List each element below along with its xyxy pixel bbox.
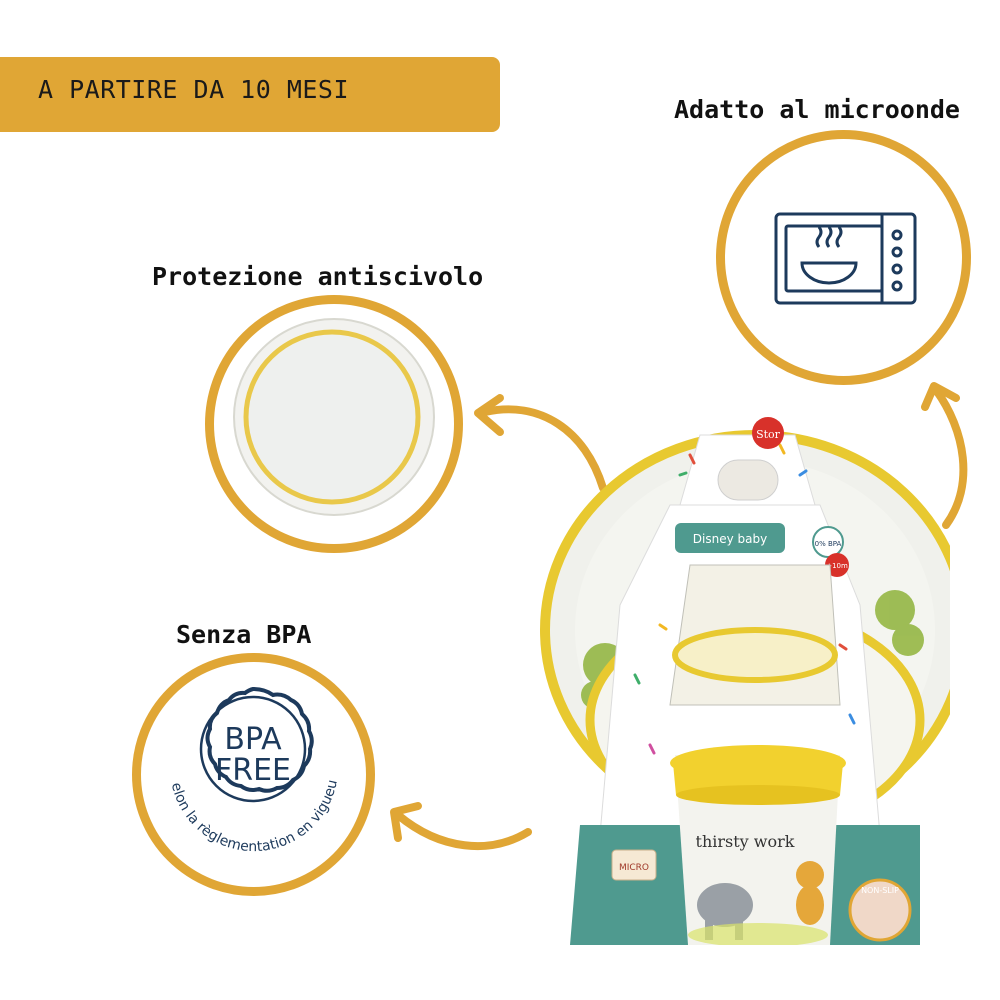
arrowhead-bpa (390, 802, 422, 842)
cup-text: thirsty work (696, 832, 795, 851)
bpa-badge-line2: FREE (215, 753, 291, 788)
bpa-free-seal-icon: BPA FREE Selon la règlementation en vigu… (141, 662, 341, 855)
product-package-image: Stor Disney baby 0% BPA +10m thirsty wor… (540, 417, 950, 945)
arrow-to-bpa (394, 811, 532, 850)
package-age-badge: +10m (826, 562, 848, 570)
arrowhead-microwave (921, 382, 960, 411)
age-banner: A PARTIRE DA 10 MESI (0, 57, 500, 132)
brand-line: Disney baby (693, 532, 767, 546)
arrowhead-nonslip (474, 394, 504, 436)
bpa-circle: BPA FREE Selon la règlementation en vigu… (132, 653, 375, 896)
nonslip-tag: NON-SLIP (861, 886, 899, 895)
micro-tag: MICRO (619, 863, 649, 873)
microwave-icon (774, 212, 917, 305)
package-bpa-badge: 0% BPA (815, 540, 842, 548)
bpa-label: Senza BPA (176, 620, 312, 649)
plate-bottom-icon (233, 318, 435, 516)
arrow-to-nonslip (481, 405, 607, 492)
stor-logo: Stor (756, 428, 781, 441)
nonslip-label: Protezione antiscivolo (152, 262, 484, 291)
age-banner-text: A PARTIRE DA 10 MESI (38, 75, 350, 104)
nonslip-circle (205, 295, 463, 553)
microwave-label: Adatto al microonde (674, 95, 960, 124)
arrow-to-microwave (932, 386, 968, 529)
microwave-circle (716, 130, 971, 385)
bpa-badge-line1: BPA (224, 722, 282, 757)
